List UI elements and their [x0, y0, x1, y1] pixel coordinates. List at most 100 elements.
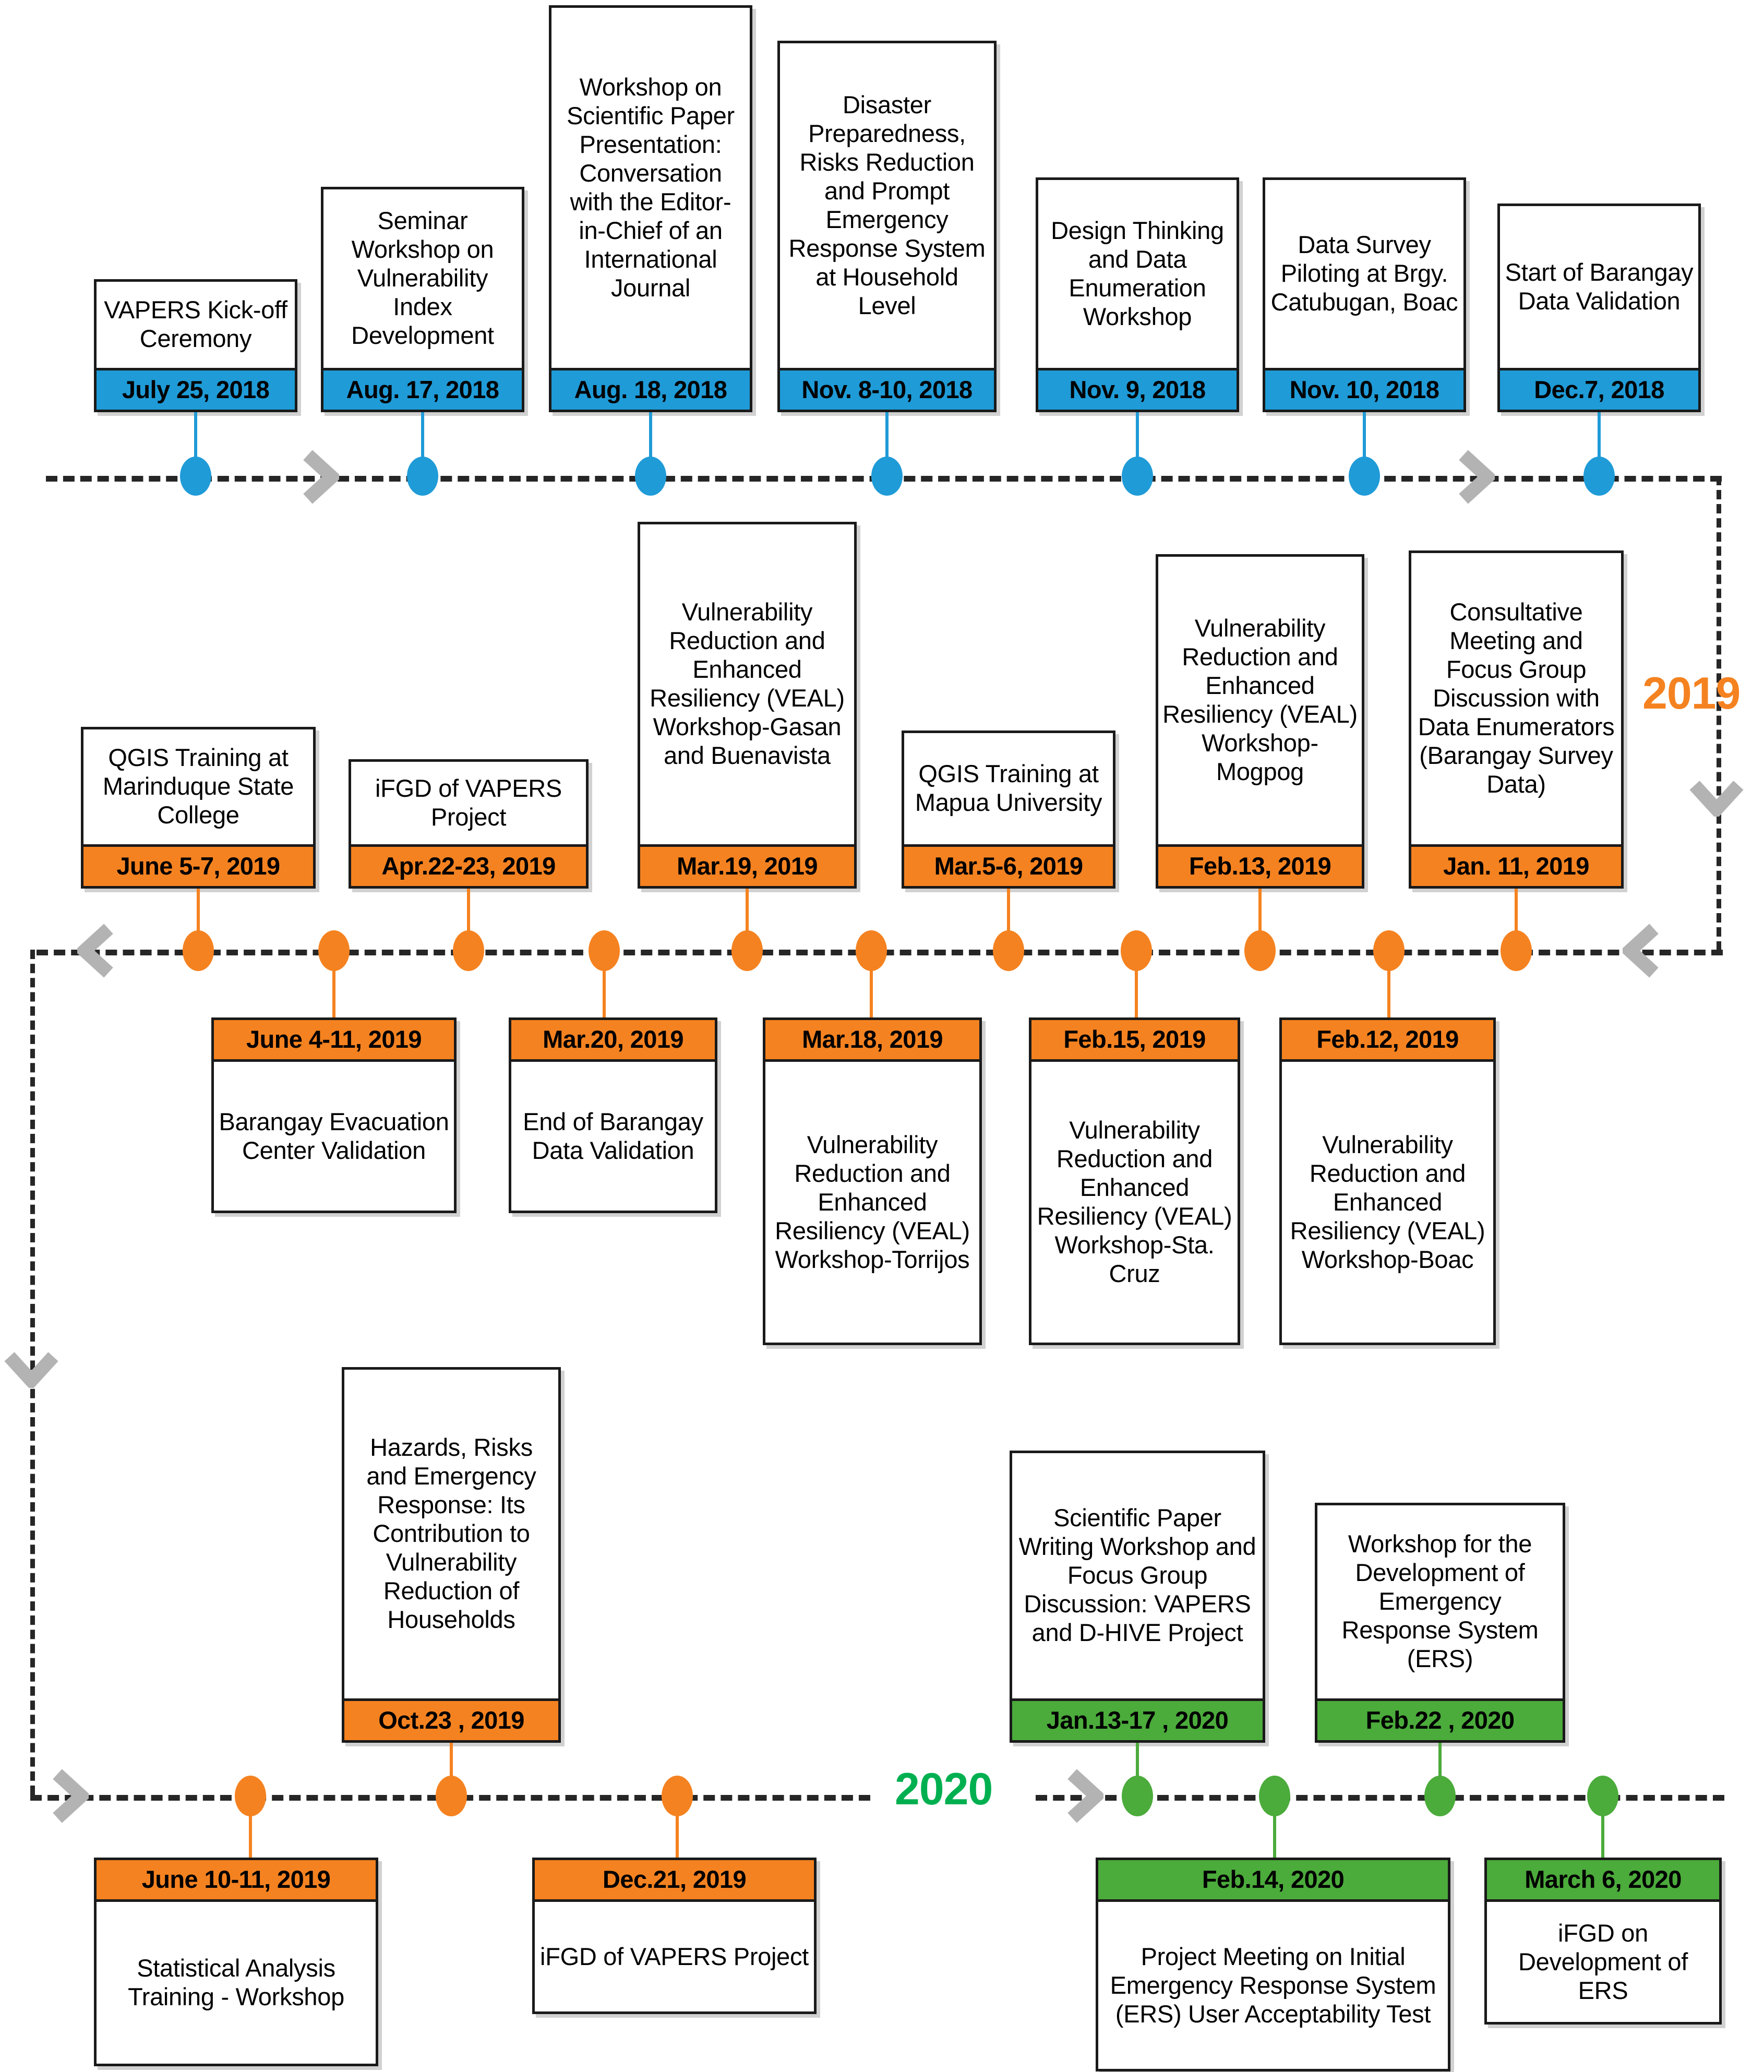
event-card[interactable]: QGIS Training at Mapua University Mar.5-… — [902, 730, 1115, 889]
event-date: Feb.15, 2019 — [1031, 1020, 1238, 1062]
event-card[interactable]: June 4-11, 2019 Barangay Evacuation Cent… — [211, 1017, 457, 1213]
event-date: Mar.5-6, 2019 — [904, 844, 1113, 886]
node-stem — [1136, 1743, 1139, 1790]
timeline-axis-2020 — [1036, 1795, 1724, 1801]
timeline-node[interactable] — [1583, 457, 1615, 496]
event-card[interactable]: VAPERS Kick-off Ceremony July 25, 2018 — [94, 279, 297, 412]
event-date: Dec.7, 2018 — [1500, 367, 1698, 410]
event-card[interactable]: Feb.12, 2019 Vulnerability Reduction and… — [1279, 1017, 1496, 1345]
timeline-node[interactable] — [635, 457, 666, 496]
timeline-node[interactable] — [871, 457, 903, 496]
timeline-node[interactable] — [1244, 930, 1276, 971]
timeline-node[interactable] — [856, 930, 887, 971]
node-stem — [1273, 1813, 1276, 1860]
event-card[interactable]: Vulnerability Reduction and Enhanced Res… — [1156, 554, 1364, 889]
event-date: July 25, 2018 — [97, 367, 295, 410]
timeline-node[interactable] — [662, 1776, 693, 1816]
event-title: Statistical Analysis Training - Workshop — [128, 1954, 344, 2011]
event-date: Feb.22 , 2020 — [1317, 1698, 1563, 1740]
event-card[interactable]: Seminar Workshop on Vulnerability Index … — [321, 187, 524, 412]
event-card[interactable]: Dec.21, 2019 iFGD of VAPERS Project — [532, 1858, 817, 2014]
timeline-node[interactable] — [1122, 457, 1153, 496]
event-card[interactable]: Workshop on Scientific Paper Presentatio… — [549, 5, 752, 412]
event-title: iFGD on Development of ERS — [1518, 1919, 1688, 2004]
event-date: June 4-11, 2019 — [214, 1020, 454, 1062]
event-date: June 10-11, 2019 — [97, 1860, 376, 1902]
timeline-node[interactable] — [453, 930, 484, 971]
timeline-node[interactable] — [1424, 1776, 1456, 1816]
timeline-node[interactable] — [1259, 1776, 1290, 1816]
timeline-node[interactable] — [180, 457, 211, 496]
timeline-node[interactable] — [1349, 457, 1380, 496]
chevron-right-icon-2018-b — [1458, 450, 1495, 504]
event-card[interactable]: March 6, 2020 iFGD on Development of ERS — [1484, 1858, 1722, 2025]
node-stem — [1136, 412, 1139, 470]
event-card[interactable]: Mar.20, 2019 End of Barangay Data Valida… — [509, 1017, 717, 1213]
event-date: Nov. 10, 2018 — [1265, 367, 1463, 410]
timeline-node[interactable] — [407, 457, 438, 496]
event-date: March 6, 2020 — [1487, 1860, 1719, 1902]
event-card[interactable]: iFGD of VAPERS Project Apr.22-23, 2019 — [349, 759, 589, 889]
event-date: Feb.12, 2019 — [1282, 1020, 1493, 1062]
node-stem — [197, 889, 200, 943]
event-card[interactable]: Feb.14, 2020 Project Meeting on Initial … — [1096, 1858, 1450, 2071]
timeline-node[interactable] — [589, 930, 620, 971]
event-date: Aug. 17, 2018 — [323, 367, 522, 410]
timeline-node[interactable] — [183, 930, 214, 971]
event-date: Mar.18, 2019 — [765, 1020, 979, 1062]
timeline-node[interactable] — [731, 930, 763, 971]
event-date: Mar.20, 2019 — [511, 1020, 715, 1062]
event-title: Seminar Workshop on Vulnerability Index … — [351, 207, 494, 350]
event-title: Vulnerability Reduction and Enhanced Res… — [1037, 1116, 1232, 1288]
event-date: Jan.13-17 , 2020 — [1012, 1698, 1263, 1740]
event-title: Scientific Paper Writing Workshop and Fo… — [1018, 1504, 1256, 1647]
timeline-node[interactable] — [1373, 930, 1405, 971]
node-stem — [870, 968, 873, 1020]
year-label-2020: 2020 — [895, 1764, 993, 1814]
event-date: Nov. 9, 2018 — [1038, 367, 1237, 410]
timeline-node[interactable] — [1121, 930, 1152, 971]
event-card[interactable]: Data Survey Piloting at Brgy. Catubugan,… — [1263, 177, 1466, 412]
event-title: Disaster Preparedness, Risks Reduction a… — [788, 90, 986, 319]
timeline-node[interactable] — [436, 1776, 467, 1816]
node-stem — [1438, 1743, 1442, 1790]
event-date: Oct.23 , 2019 — [344, 1698, 558, 1740]
event-card[interactable]: Mar.18, 2019 Vulnerability Reduction and… — [763, 1017, 982, 1345]
event-card[interactable]: Start of Barangay Data Validation Dec.7,… — [1497, 203, 1701, 412]
row-connector-right — [1717, 476, 1721, 951]
timeline-node[interactable] — [1587, 1776, 1618, 1816]
event-card[interactable]: Hazards, Risks and Emergency Response: I… — [342, 1367, 561, 1743]
timeline-node[interactable] — [235, 1776, 266, 1816]
event-card[interactable]: Feb.15, 2019 Vulnerability Reduction and… — [1029, 1017, 1240, 1345]
event-title: Hazards, Risks and Emergency Response: I… — [366, 1433, 536, 1634]
event-card[interactable]: Scientific Paper Writing Workshop and Fo… — [1010, 1451, 1265, 1743]
timeline-node[interactable] — [993, 930, 1024, 971]
event-card[interactable]: Workshop for the Development of Emergenc… — [1315, 1503, 1565, 1743]
timeline-node[interactable] — [1122, 1776, 1153, 1816]
event-title: Vulnerability Reduction and Enhanced Res… — [1162, 614, 1358, 786]
chevron-down-icon-left — [4, 1351, 58, 1388]
event-title: Workshop on Scientific Paper Presentatio… — [567, 73, 735, 302]
timeline-node[interactable] — [318, 930, 350, 971]
event-card[interactable]: Design Thinking and Data Enumeration Wor… — [1036, 177, 1239, 412]
node-stem — [1363, 412, 1366, 470]
event-title: QGIS Training at Mapua University — [915, 760, 1102, 817]
node-stem — [1515, 889, 1518, 943]
event-title: iFGD of VAPERS Project — [375, 774, 562, 831]
event-title: End of Barangay Data Validation — [523, 1107, 703, 1164]
event-card[interactable]: June 10-11, 2019 Statistical Analysis Tr… — [94, 1858, 378, 2066]
timeline-node[interactable] — [1501, 930, 1532, 971]
chevron-down-icon-right — [1689, 780, 1744, 817]
node-stem — [1007, 889, 1010, 943]
node-stem — [450, 1743, 453, 1790]
event-card[interactable]: QGIS Training at Marinduque State Colleg… — [81, 727, 316, 889]
event-title: Start of Barangay Data Validation — [1505, 258, 1694, 315]
chevron-right-icon-2018-a — [303, 450, 339, 504]
node-stem — [249, 1813, 252, 1860]
node-stem — [332, 968, 335, 1020]
event-card[interactable]: Disaster Preparedness, Risks Reduction a… — [777, 41, 997, 412]
event-title: Vulnerability Reduction and Enhanced Res… — [1290, 1130, 1485, 1273]
event-card[interactable]: Vulnerability Reduction and Enhanced Res… — [638, 522, 857, 889]
event-card[interactable]: Consultative Meeting and Focus Group Dis… — [1409, 550, 1624, 889]
